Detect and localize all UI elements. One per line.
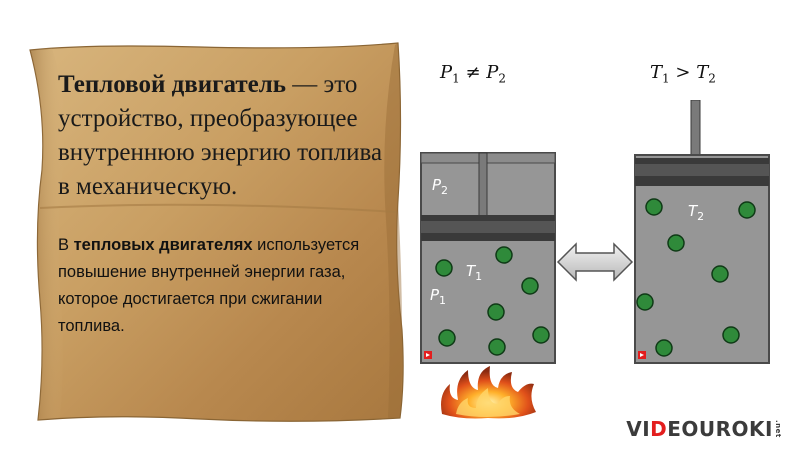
label-P2: P2 <box>432 176 449 197</box>
note-term: тепловых двигателях <box>73 236 253 254</box>
piston-rod-right <box>690 100 701 163</box>
label-T2: T2 <box>688 202 705 223</box>
molecules-right <box>636 198 756 357</box>
parchment-scroll <box>29 42 404 422</box>
definition-rest: — это устройство, преобразующее внутренн… <box>58 71 383 200</box>
label-P1: P1 <box>430 286 447 307</box>
left-cylinder <box>420 152 556 364</box>
molecules-left <box>435 246 550 356</box>
label-T1: T1 <box>466 262 483 283</box>
double-arrow-icon <box>556 242 634 282</box>
pressure-inequality: P1 ≠ P2 <box>440 62 507 86</box>
definition-text: Тепловой двигатель — это устройство, пре… <box>58 68 388 204</box>
temperature-inequality: T1 > T2 <box>650 62 716 86</box>
engine-note-text: В тепловых двигателях используется повыш… <box>58 232 378 340</box>
piston-rod-left <box>478 152 488 218</box>
right-cylinder <box>634 100 770 364</box>
definition-term: Тепловой двигатель <box>58 71 286 98</box>
note-rest: используется повышение внутренней энерги… <box>58 236 360 335</box>
flame-icon <box>441 366 536 419</box>
note-prefix: В <box>58 236 74 254</box>
